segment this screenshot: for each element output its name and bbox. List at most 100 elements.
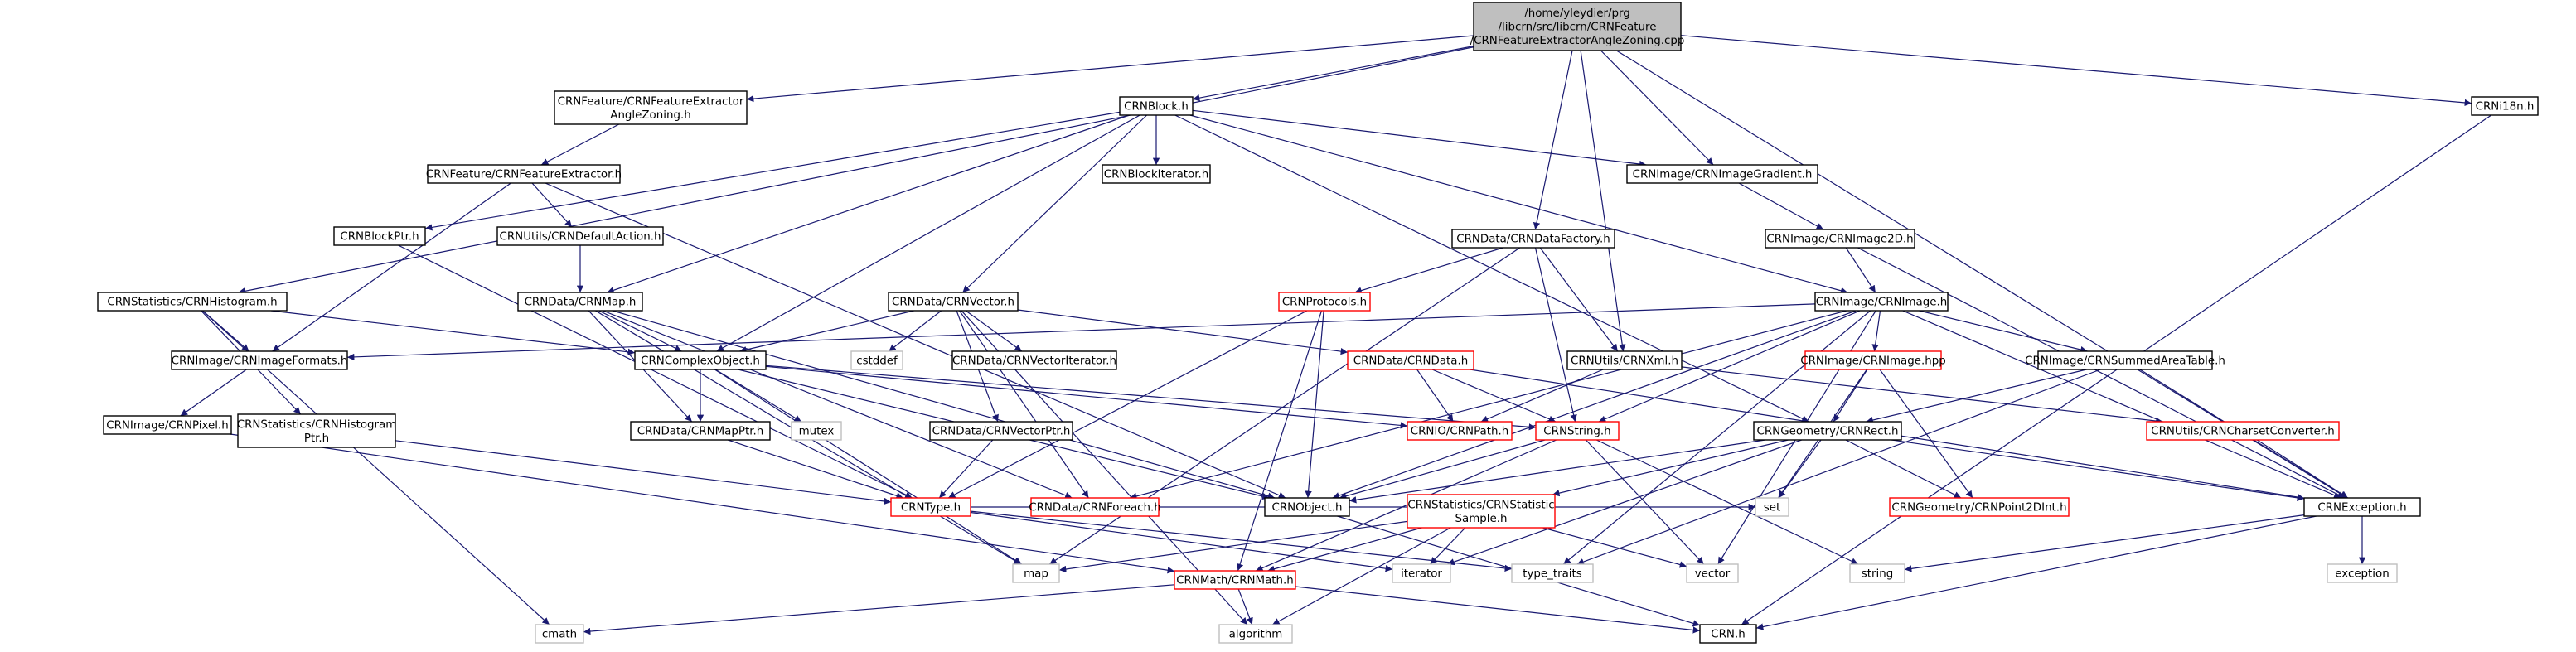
- edge-complexObj-to-string: [765, 365, 1537, 431]
- node-imgPixel[interactable]: CRNImage/CRNPixel.h: [103, 415, 232, 435]
- node-box-complexObj[interactable]: [634, 350, 767, 370]
- node-imgFormats[interactable]: CRNImage/CRNImageFormats.h: [171, 350, 348, 370]
- node-crn[interactable]: CRN.h: [1699, 624, 1757, 644]
- node-box-dataFact[interactable]: [1451, 229, 1615, 249]
- node-imgHpp[interactable]: CRNImage/CRNImage.hpp: [1800, 350, 1946, 370]
- node-i18n[interactable]: CRNi18n.h: [2471, 96, 2539, 116]
- node-blockIter[interactable]: CRNBlockIterator.h: [1102, 164, 1211, 184]
- node-imgGrad[interactable]: CRNImage/CRNImageGradient.h: [1626, 164, 1818, 184]
- node-box-imgPixel[interactable]: [103, 415, 232, 435]
- node-dataMap[interactable]: CRNData/CRNMap.h: [517, 292, 643, 312]
- node-complexObj[interactable]: CRNComplexObject.h: [634, 350, 767, 370]
- node-box-mathMath[interactable]: [1174, 570, 1296, 590]
- node-string[interactable]: CRNString.h: [1535, 421, 1620, 441]
- node-vecPtr[interactable]: CRNData/CRNVectorPtr.h: [929, 421, 1073, 441]
- node-box-sat[interactable]: [2037, 350, 2213, 370]
- node-box-statSample[interactable]: [1407, 494, 1556, 529]
- edge-block-to-imgGrad: [1192, 109, 1647, 168]
- node-label-root-line-3: /CRNFeatureExtractorAngleZoning.cpp: [1470, 35, 1685, 47]
- edge-featExtr-to-defAct: [531, 182, 573, 228]
- node-mapPtr[interactable]: CRNData/CRNMapPtr.h: [630, 421, 771, 441]
- edge-statSample-to-mathMath: [1267, 527, 1422, 572]
- edge-imgHpp-to-rect: [1833, 369, 1868, 423]
- node-box-rect[interactable]: [1753, 421, 1902, 441]
- node-point2d[interactable]: CRNGeometry/CRNPoint2DInt.h: [1889, 497, 2070, 517]
- node-box-imgFormats[interactable]: [171, 350, 348, 370]
- edge-sat-to-typeTraits: [1576, 369, 2101, 566]
- node-object[interactable]: CRNObject.h: [1264, 497, 1350, 517]
- edge-image-to-foreach: [1129, 310, 1847, 500]
- node-featExtr[interactable]: CRNFeature/CRNFeatureExtractor.h: [426, 164, 622, 184]
- node-sat[interactable]: CRNImage/CRNSummedAreaTable.h: [2025, 350, 2225, 370]
- edge-rect-to-exception: [1891, 439, 2305, 501]
- node-rect[interactable]: CRNGeometry/CRNRect.h: [1753, 421, 1902, 441]
- node-box-block[interactable]: [1119, 96, 1194, 116]
- node-type[interactable]: CRNType.h: [890, 497, 971, 517]
- node-label-dataData: CRNData/CRNData.h: [1353, 355, 1469, 368]
- node-box-defAct[interactable]: [496, 226, 664, 246]
- edge-dataMap-to-complexObj: [598, 310, 682, 352]
- edge-rect-to-statSample: [1552, 439, 1789, 497]
- node-box-img2D[interactable]: [1765, 229, 1915, 249]
- edge-sat-to-rect: [1866, 369, 2087, 424]
- node-box-featAngleH[interactable]: [554, 90, 748, 125]
- node-box-vecPtr[interactable]: [929, 421, 1073, 441]
- node-image[interactable]: CRNImage/CRNImage.h: [1814, 292, 1949, 312]
- node-box-featExtr[interactable]: [427, 164, 621, 184]
- node-charset[interactable]: CRNUtils/CRNCharsetConverter.h: [2146, 421, 2340, 441]
- node-box-object[interactable]: [1264, 497, 1350, 517]
- node-box-image[interactable]: [1814, 292, 1949, 312]
- node-algorithm: algorithm: [1218, 624, 1293, 644]
- node-box-histo[interactable]: [97, 292, 288, 312]
- node-box-ioPath[interactable]: [1407, 421, 1513, 441]
- node-protocols[interactable]: CRNProtocols.h: [1278, 292, 1371, 312]
- node-defAct[interactable]: CRNUtils/CRNDefaultAction.h: [496, 226, 664, 246]
- node-box-type[interactable]: [890, 497, 971, 517]
- edge-mathMath-to-algorithm: [1237, 588, 1253, 625]
- edge-dataFact-to-string: [1534, 247, 1577, 423]
- node-box-crn[interactable]: [1699, 624, 1757, 644]
- edge-histo-to-complexObj: [270, 310, 636, 356]
- node-dataVec[interactable]: CRNData/CRNVector.h: [888, 292, 1019, 312]
- node-vecIter[interactable]: CRNData/CRNVectorIterator.h: [951, 350, 1117, 370]
- node-featAngleH[interactable]: CRNFeature/CRNFeatureExtractorAngleZonin…: [554, 90, 748, 125]
- node-box-charset[interactable]: [2146, 421, 2340, 441]
- node-mathMath[interactable]: CRNMath/CRNMath.h: [1174, 570, 1296, 590]
- node-box-imgHpp[interactable]: [1804, 350, 1942, 370]
- node-box-xml[interactable]: [1566, 350, 1683, 370]
- node-foreach[interactable]: CRNData/CRNForeach.h: [1029, 497, 1161, 517]
- node-box-imgGrad[interactable]: [1626, 164, 1818, 184]
- node-dataFact[interactable]: CRNData/CRNDataFactory.h: [1451, 229, 1615, 249]
- node-box-mapPtr[interactable]: [630, 421, 771, 441]
- node-label-sat: CRNImage/CRNSummedAreaTable.h: [2025, 355, 2225, 368]
- node-box-root: [1473, 2, 1682, 51]
- node-box-dataVec[interactable]: [888, 292, 1019, 312]
- node-exception[interactable]: CRNException.h: [2303, 497, 2421, 517]
- node-box-cmath: [535, 624, 584, 644]
- node-box-blockPtr[interactable]: [333, 226, 426, 246]
- node-xml[interactable]: CRNUtils/CRNXml.h: [1566, 350, 1683, 370]
- node-box-dataMap[interactable]: [517, 292, 643, 312]
- node-box-protocols[interactable]: [1278, 292, 1371, 312]
- node-box-vecIter[interactable]: [951, 350, 1117, 370]
- node-box-histoPtr[interactable]: [237, 413, 396, 448]
- node-histo[interactable]: CRNStatistics/CRNHistogram.h: [97, 292, 288, 312]
- node-label-imgHpp: CRNImage/CRNImage.hpp: [1800, 355, 1945, 368]
- node-box-foreach[interactable]: [1030, 497, 1160, 517]
- node-img2D[interactable]: CRNImage/CRNImage2D.h: [1765, 229, 1915, 249]
- node-blockPtr[interactable]: CRNBlockPtr.h: [333, 226, 426, 246]
- node-ioPath[interactable]: CRNIO/CRNPath.h: [1407, 421, 1513, 441]
- node-box-blockIter[interactable]: [1102, 164, 1211, 184]
- node-box-dataData[interactable]: [1347, 350, 1474, 370]
- edge-exception-to-crn: [1755, 515, 2317, 630]
- node-label-imgPixel: CRNImage/CRNPixel.h: [106, 420, 229, 432]
- node-box-exception[interactable]: [2303, 497, 2421, 517]
- node-block[interactable]: CRNBlock.h: [1119, 96, 1194, 116]
- node-box-point2d[interactable]: [1889, 497, 2070, 517]
- node-box-string[interactable]: [1535, 421, 1620, 441]
- node-dataData[interactable]: CRNData/CRNData.h: [1347, 350, 1474, 370]
- node-box-i18n[interactable]: [2471, 96, 2539, 116]
- node-stdstring: string: [1849, 563, 1905, 583]
